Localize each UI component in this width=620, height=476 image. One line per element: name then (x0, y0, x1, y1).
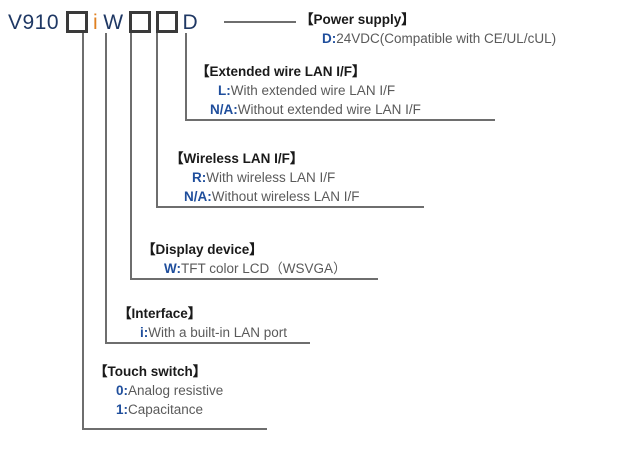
model-display-char: W (103, 10, 124, 34)
spec-block-wireless-lan: 【Wireless LAN I/F】 R:With wireless LAN I… (170, 149, 360, 206)
spec-option-code: 1: (116, 402, 129, 417)
leader-line-wireless-horizontal (156, 206, 424, 208)
spec-title: 【Power supply】 (300, 12, 415, 27)
spec-option-code: R: (192, 170, 207, 185)
spec-block-power-supply: 【Power supply】 D:24VDC(Compatible with C… (300, 10, 556, 48)
spec-option: 0:Analog resistive (94, 381, 223, 400)
spec-option-code: i: (140, 325, 149, 340)
leader-line-power-supply (224, 21, 296, 23)
spec-option: N/A:Without extended wire LAN I/F (196, 100, 421, 119)
spec-option-code: D: (322, 31, 337, 46)
leader-line-touch-vertical (82, 33, 84, 430)
model-prefix: V910 (8, 10, 60, 34)
spec-option-code: L: (218, 83, 231, 98)
spec-title: 【Wireless LAN I/F】 (170, 151, 304, 166)
spec-block-touch-switch: 【Touch switch】 0:Analog resistive 1:Capa… (94, 362, 223, 419)
spec-title: 【Extended wire LAN I/F】 (196, 64, 366, 79)
leader-line-display-vertical (130, 33, 132, 280)
leader-line-display-horizontal (130, 278, 378, 280)
spec-option: i:With a built-in LAN port (118, 323, 287, 342)
model-interface-char: i (93, 10, 99, 34)
spec-block-interface: 【Interface】 i:With a built-in LAN port (118, 304, 287, 342)
spec-option: W:TFT color LCD（WSVGA） (142, 259, 347, 278)
spec-option-desc: TFT color LCD（WSVGA） (181, 261, 347, 276)
spec-option: R:With wireless LAN I/F (170, 168, 360, 187)
spec-option-code: N/A: (184, 189, 212, 204)
spec-block-extended-wire-lan: 【Extended wire LAN I/F】 L:With extended … (196, 62, 421, 119)
spec-option: D:24VDC(Compatible with CE/UL/cUL) (300, 29, 556, 48)
leader-line-wireless-vertical (156, 33, 158, 208)
spec-title: 【Touch switch】 (94, 364, 207, 379)
spec-option-desc: Capacitance (128, 402, 204, 417)
spec-option-code: 0: (116, 383, 129, 398)
spec-option-desc: Without wireless LAN I/F (211, 189, 360, 204)
spec-option-desc: With wireless LAN I/F (206, 170, 336, 185)
leader-line-interface-vertical (105, 33, 107, 344)
leader-line-interface-horizontal (105, 342, 310, 344)
model-power-char: D (182, 10, 199, 34)
spec-option: N/A:Without wireless LAN I/F (170, 187, 360, 206)
spec-option-desc: Analog resistive (128, 383, 224, 398)
spec-title: 【Interface】 (118, 306, 202, 321)
leader-line-extended-horizontal (185, 119, 495, 121)
spec-title: 【Display device】 (142, 242, 263, 257)
blank-option-box-extended (155, 11, 178, 33)
blank-option-box-wireless (128, 11, 151, 33)
spec-block-display-device: 【Display device】 W:TFT color LCD（WSVGA） (142, 240, 347, 278)
spec-option: L:With extended wire LAN I/F (196, 81, 421, 100)
spec-option-desc: With a built-in LAN port (148, 325, 288, 340)
spec-option-desc: 24VDC(Compatible with CE/UL/cUL) (336, 31, 557, 46)
leader-line-extended-vertical (185, 33, 187, 121)
spec-option: 1:Capacitance (94, 400, 223, 419)
spec-option-desc: Without extended wire LAN I/F (237, 102, 421, 117)
spec-option-code: W: (164, 261, 181, 276)
leader-line-touch-horizontal (82, 428, 267, 430)
spec-option-code: N/A: (210, 102, 238, 117)
blank-option-box-touch (66, 11, 89, 33)
model-code-string: V910 i W D (8, 6, 198, 38)
spec-option-desc: With extended wire LAN I/F (230, 83, 396, 98)
